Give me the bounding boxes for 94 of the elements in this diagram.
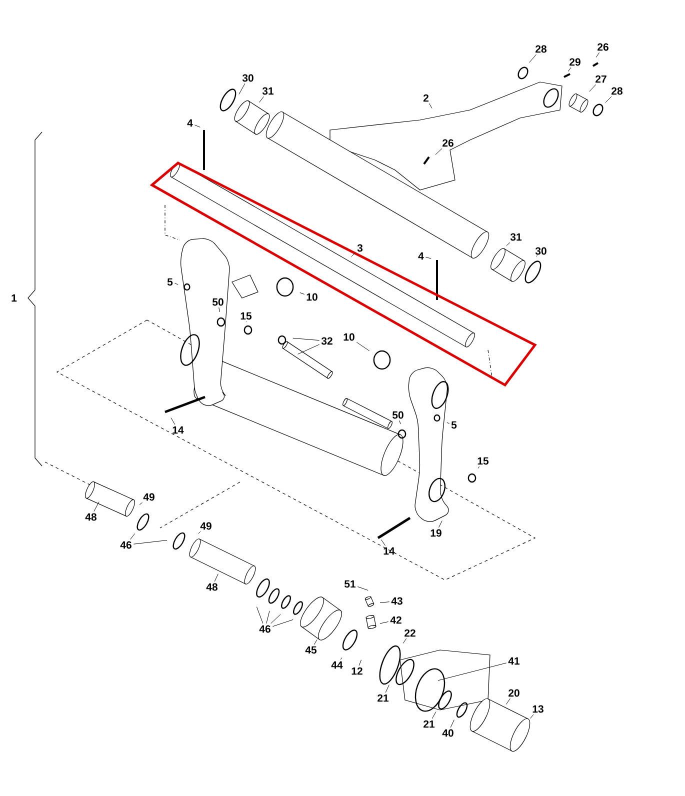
leader-line [270,614,281,624]
leader-line [356,342,370,352]
callout-number: 48 [85,513,96,521]
callout-number: 15 [240,312,252,320]
callout-number: 3 [357,244,363,252]
leader-line [380,621,389,624]
callout-number: 12 [352,667,362,675]
callout-number: 10 [306,293,318,301]
leader-line [351,252,356,257]
leader-line [425,256,432,259]
callout-number: 29 [570,58,580,66]
callout-number: 5 [167,278,173,286]
leader-line [432,711,436,719]
callout-number: 27 [596,75,606,83]
callout-number: 43 [391,597,402,605]
leader-line [428,103,432,109]
callout-number: 32 [321,337,332,345]
leader-line [174,283,178,285]
callout-number: 40 [442,729,454,737]
leader-line [380,602,390,604]
callout-number: 49 [200,522,212,530]
callout-number: 21 [424,720,435,728]
leader-line [435,148,442,155]
leader-line [133,540,168,544]
leader-line [194,124,200,128]
callout-number: 30 [242,74,254,82]
leader-line [256,606,264,624]
leader-line [340,657,342,660]
callout-number: 15 [478,457,489,465]
callout-number: 50 [392,411,404,419]
callout-number: 22 [404,629,416,637]
callout-number: 20 [508,689,520,697]
leader-line [446,422,450,424]
leader-line [605,96,612,103]
leader-line [478,466,480,469]
callout-number: 48 [206,583,218,591]
leader-line [438,662,507,681]
leader-line [300,292,305,295]
callout-number: 50 [212,298,224,306]
leader-line [357,586,368,591]
leader-line [399,420,401,424]
leader-line [292,338,320,341]
leader-line [568,67,572,72]
callout-number: 42 [390,616,402,624]
leader-line [450,720,454,728]
callout-number: 46 [120,541,132,549]
leader-line [272,619,294,627]
leader-line [214,574,218,582]
leader-line [385,684,390,693]
callout-number: 45 [305,646,317,654]
leader-line [94,502,100,512]
leader-line [596,52,600,58]
callout-number: 44 [331,661,343,669]
leader-line [358,660,362,666]
leader-line [238,83,246,94]
callout-number: 31 [510,233,522,241]
callout-number: 28 [612,87,622,95]
callout-number: 26 [442,139,454,147]
leader-line [298,344,320,354]
leader-line [530,714,534,719]
leader-line [438,520,442,528]
callout-number: 2 [423,94,428,102]
callout-number: 4 [418,252,424,260]
callout-number: 14 [384,547,395,555]
callout-number: 46 [259,625,270,633]
callout-number: 5 [451,421,457,429]
callout-number: 31 [262,87,274,95]
callout-number: 21 [378,694,389,702]
leader-line [529,54,536,63]
callout-number: 10 [344,333,354,341]
leader-line [258,96,264,103]
leader-line [130,533,136,540]
leader-line [266,610,270,624]
leader-line [589,84,596,92]
callout-number: 49 [143,493,154,501]
leader-line [506,242,510,246]
callout-number: 41 [508,657,520,665]
leader-line [198,531,201,534]
callout-number: 28 [536,45,546,53]
leader-line [506,698,510,705]
callout-number: 30 [535,247,546,255]
callout-number: 4 [187,119,193,127]
callout-number: 19 [430,529,442,537]
leader-line [170,417,176,425]
leader-line [402,638,407,644]
callout-number: 14 [172,426,184,434]
callout-number: 1 [12,294,17,302]
leader-line [139,502,142,505]
leader-line [218,307,220,312]
callout-number: 13 [532,705,544,713]
callout-number: 51 [344,580,356,588]
leader-line [314,639,318,645]
callout-number: 26 [598,43,608,51]
leader-line [380,539,386,546]
